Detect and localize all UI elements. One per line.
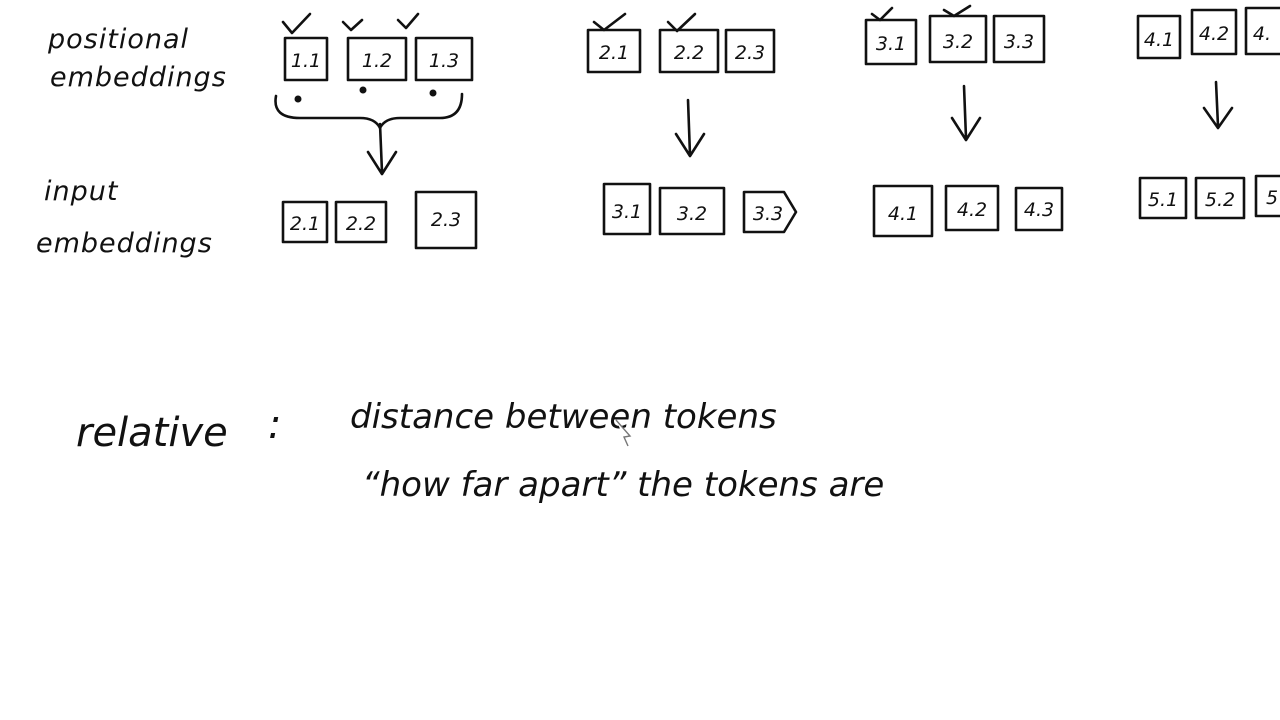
positional-box [658,28,720,74]
positional-label-line2: embeddings [50,62,227,93]
input-box [944,184,1000,232]
input-box [1194,176,1246,220]
positional-box-label: 4.2 [1199,23,1229,45]
relative-definition: distance between tokens [350,397,777,437]
input-box-label: 5 [1266,187,1278,209]
positional-box [992,14,1046,64]
positional-box-label: 2.1 [599,42,629,64]
down-arrow [366,122,398,176]
input-box-label: 3.1 [612,201,642,223]
dot [294,95,302,103]
positional-box [346,36,408,82]
checkmark [592,12,627,32]
input-box-label: 2.3 [431,209,461,231]
down-arrow [674,98,706,158]
positional-box [724,28,776,74]
input-box [602,182,652,236]
input-box [1254,174,1280,218]
group-2: 2.1 2.2 2.3 3.1 3.2 3.3 [586,12,798,236]
input-box [334,200,388,244]
input-box-label: 3.2 [677,203,707,225]
checkmark [281,12,312,35]
input-box [872,184,934,238]
input-box-label: 4.1 [888,203,918,225]
checkmark [666,12,697,33]
input-box-label: 2.1 [290,213,320,235]
checkmark [942,4,972,18]
input-label-line1: input [44,176,119,207]
positional-box [414,36,474,82]
relative-paraphrase: “how far apart” the tokens are [362,465,884,505]
down-arrow [950,84,982,142]
positional-box-label: 3.2 [943,31,973,53]
positional-box [928,14,988,64]
input-box [742,190,798,234]
positional-label-line1: positional [47,24,189,55]
positional-box-label: 2.2 [674,42,704,64]
input-label-line2: embeddings [36,228,213,259]
input-box-label: 5.2 [1205,189,1235,211]
checkmark [396,12,420,30]
positional-box-label: 3.1 [876,33,906,55]
input-box [414,190,478,250]
positional-box [283,36,329,82]
positional-box [586,28,642,74]
input-box-label: 5.1 [1148,189,1178,211]
pointer-cursor-icon [615,419,632,447]
input-box [281,200,329,244]
relative-term: relative [76,410,228,456]
group-1: 1.1 1.2 1.3 2.1 2.2 2.3 [274,12,478,250]
input-box-label: 4.2 [957,199,987,221]
positional-box-label: 2.3 [735,42,765,64]
positional-box-label: 4.1 [1144,29,1174,51]
relative-separator: : [268,402,281,448]
positional-box [1244,6,1280,56]
positional-box-label: 1.3 [429,50,459,72]
positional-box [864,18,918,66]
positional-box-label: 1.1 [291,50,321,72]
checkmark [870,6,894,22]
input-box [1014,186,1064,232]
input-box [658,186,726,236]
positional-box [1190,8,1238,56]
dot [359,86,367,94]
brace [274,92,464,130]
input-box-label: 2.2 [346,213,376,235]
positional-box-label: 4. [1253,23,1271,45]
dot [429,89,437,97]
group-3: 3.1 3.2 3.3 4.1 4.2 4.3 [864,4,1064,238]
checkmark [341,18,364,32]
positional-box [1136,14,1182,60]
positional-box-label: 1.2 [362,50,392,72]
group-4: 4.1 4.2 4. 5.1 5.2 5 [1136,6,1280,220]
down-arrow [1202,80,1234,130]
input-box-label: 4.3 [1024,199,1054,221]
input-box [1138,176,1188,220]
positional-box-label: 3.3 [1004,31,1034,53]
input-box-label: 3.3 [753,203,783,225]
